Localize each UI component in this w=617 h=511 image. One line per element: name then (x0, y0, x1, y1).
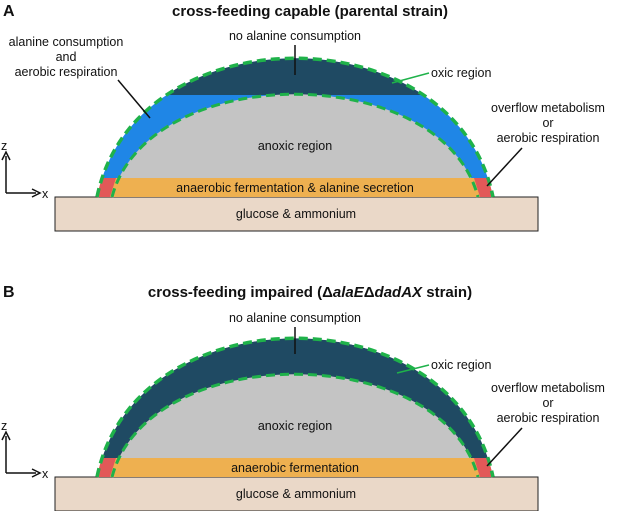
panel-b-overflow-label-line3: aerobic respiration (497, 411, 600, 425)
panel-a-substrate-label: glucose & ammonium (236, 207, 356, 221)
panel-a-alanine-label-line2: and (56, 50, 77, 64)
panel-a-alanine-label-line1: alanine consumption (9, 35, 124, 49)
panel-a-overflow-label-line3: aerobic respiration (497, 131, 600, 145)
panel-a-alanine-label-line3: aerobic respiration (15, 65, 118, 79)
panel-b-letter: B (3, 284, 15, 301)
panel-b-oxic-label: oxic region (431, 358, 491, 372)
panel-a-outer-dashed-border (95, 56, 495, 198)
panel-a-anoxic-region (112, 94, 478, 197)
panel-a-fermentation-label: anaerobic fermentation & alanine secreti… (176, 181, 414, 195)
panel-a-overflow-label-line2: or (542, 116, 553, 130)
panel-b-title: cross-feeding impaired (ΔalaEΔdadAX stra… (148, 284, 472, 301)
panel-b-z-axis-label: z (1, 419, 7, 433)
panel-b-overflow-label-line2: or (542, 396, 553, 410)
panel-a-anoxic-label: anoxic region (258, 139, 332, 153)
panel-b-no-alanine-label: no alanine consumption (229, 311, 361, 325)
panel-a-letter: A (3, 3, 15, 20)
panel-a-overflow-pointer (486, 147, 523, 187)
panel-a-oxic-label: oxic region (431, 66, 491, 80)
panel-b-fermentation-layer (97, 458, 493, 477)
panel-b-overflow-pointer (486, 427, 523, 467)
panel-a-z-axis-label: z (1, 139, 7, 153)
panel-a: A cross-feeding capable (parental strain… (1, 3, 605, 232)
panel-a-inner-dashed-border (110, 92, 480, 198)
panel-b-x-axis-label: x (42, 467, 49, 481)
panel-b-axis-indicator: z x (1, 419, 49, 481)
panel-a-fermentation-layer (97, 178, 493, 197)
panel-b-oxic-pointer (396, 364, 430, 374)
panel-a-oxic-pointer (391, 72, 430, 84)
panel-b-inner-dashed-border (110, 372, 480, 478)
panel-a-overflow-label-line1: overflow metabolism (491, 101, 605, 115)
panel-a-no-alanine-label: no alanine consumption (229, 29, 361, 43)
panel-a-axis-indicator: z x (1, 139, 49, 201)
panel-b-anoxic-region (112, 374, 478, 477)
panel-b: B cross-feeding impaired (ΔalaEΔdadAX st… (1, 284, 605, 511)
panel-b-overflow-label-line1: overflow metabolism (491, 381, 605, 395)
panel-b-colony (97, 338, 493, 477)
panel-b-fermentation-label: anaerobic fermentation (231, 461, 359, 475)
panel-a-alanine-pointer (117, 79, 151, 119)
panel-b-substrate-label: glucose & ammonium (236, 487, 356, 501)
panel-a-substrate (54, 196, 539, 232)
panel-b-anoxic-label: anoxic region (258, 419, 332, 433)
panel-a-x-axis-label: x (42, 187, 49, 201)
panel-b-outer-dashed-border (95, 336, 495, 478)
panel-a-title: cross-feeding capable (parental strain) (172, 3, 448, 20)
